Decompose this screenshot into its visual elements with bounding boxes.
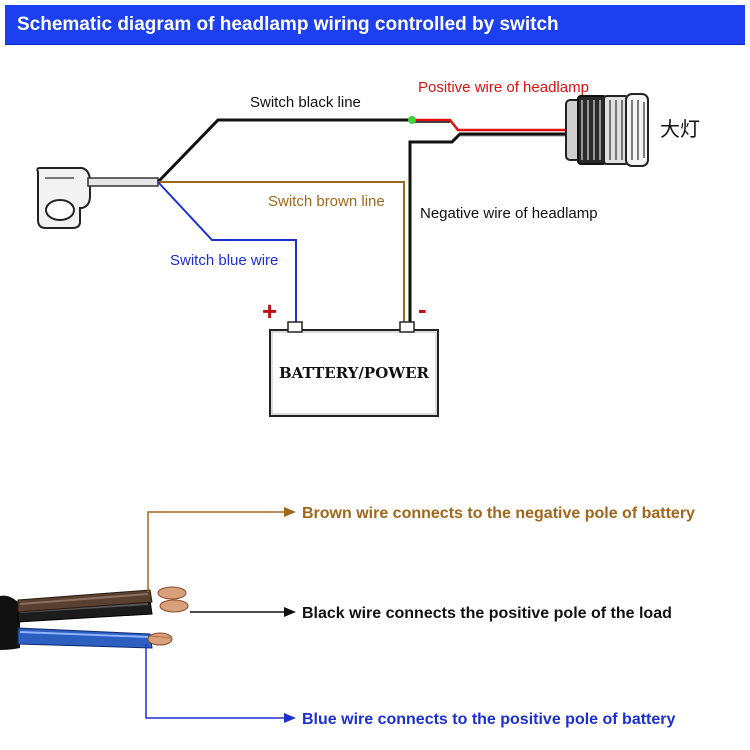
- headlamp-positive-wire: [412, 118, 568, 132]
- label-positive-wire-headlamp: Positive wire of headlamp: [418, 79, 589, 96]
- page-title: Schematic diagram of headlamp wiring con…: [5, 5, 745, 45]
- switch-blue-wire: [157, 181, 297, 326]
- headlamp-negative-wire: [408, 132, 568, 326]
- label-headlamp-cn: 大灯: [660, 117, 700, 141]
- cable-icon: [0, 586, 189, 650]
- blue-leader-line: [145, 644, 284, 719]
- label-switch-brown-line: Switch brown line: [268, 193, 385, 210]
- legend-blue: Blue wire connects to the positive pole …: [302, 711, 676, 728]
- switch-black-wire: [156, 118, 412, 184]
- junction-dot: [408, 116, 416, 124]
- switch-icon: [36, 167, 159, 229]
- label-switch-blue-wire: Switch blue wire: [170, 252, 278, 269]
- minus-sign: -: [418, 294, 427, 324]
- headlamp-icon: [565, 93, 649, 167]
- switch-brown-wire: [158, 181, 405, 326]
- label-negative-wire-headlamp: Negative wire of headlamp: [420, 205, 598, 222]
- plus-sign: +: [262, 296, 277, 326]
- label-switch-black-line: Switch black line: [250, 94, 361, 111]
- battery-label: BATTERY/POWER: [279, 364, 430, 382]
- battery-icon: [269, 321, 439, 417]
- legend-brown: Brown wire connects to the negative pole…: [302, 505, 695, 522]
- brown-leader-line: [147, 511, 286, 592]
- legend-black: Black wire connects the positive pole of…: [302, 605, 672, 622]
